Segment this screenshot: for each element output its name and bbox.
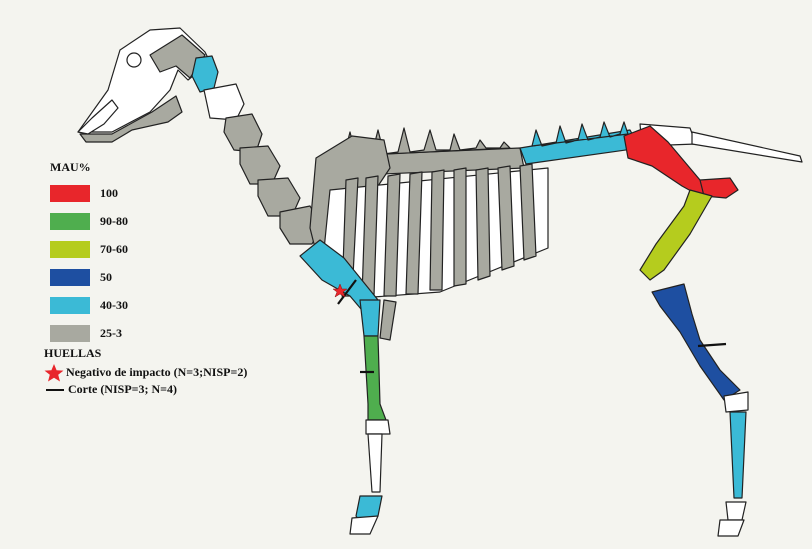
legend-row-25-3: 25-3 bbox=[50, 323, 128, 343]
ulna-behind bbox=[380, 300, 396, 340]
legend-title: MAU% bbox=[50, 160, 128, 175]
hoof-hind bbox=[718, 520, 744, 536]
legend-label-50: 50 bbox=[100, 270, 112, 285]
marks-row-impact: Negativo de impacto (N=3;NISP=2) bbox=[44, 364, 247, 381]
legend-swatch-50 bbox=[50, 269, 90, 286]
atlas-vertebra bbox=[192, 56, 218, 92]
radius-ulna-upper bbox=[360, 300, 380, 336]
marks-legend: HUELLAS Negativo de impacto (N=3;NISP=2)… bbox=[44, 346, 247, 398]
carpals bbox=[366, 420, 390, 434]
legend-swatch-90-80 bbox=[50, 213, 90, 230]
star-icon bbox=[44, 364, 64, 382]
radius-ulna-lower bbox=[364, 336, 386, 420]
ribs bbox=[342, 164, 536, 296]
legend-label-70-60: 70-60 bbox=[100, 242, 128, 257]
tail bbox=[692, 132, 802, 162]
tarsals bbox=[724, 392, 748, 412]
legend-label-40-30: 40-30 bbox=[100, 298, 128, 313]
cervical-4 bbox=[240, 146, 280, 184]
legend-row-70-60: 70-60 bbox=[50, 239, 128, 259]
legend-row-40-30: 40-30 bbox=[50, 295, 128, 315]
marks-row-cut: Corte (NISP=3; N=4) bbox=[44, 381, 247, 398]
metacarpal-fore bbox=[368, 434, 382, 492]
legend-swatch-40-30 bbox=[50, 297, 90, 314]
legend-swatch-100 bbox=[50, 185, 90, 202]
eye-orbit bbox=[127, 53, 141, 67]
cut-label: Corte (NISP=3; N=4) bbox=[68, 382, 177, 397]
legend-row-50: 50 bbox=[50, 267, 128, 287]
phalanges-hind bbox=[726, 502, 746, 520]
legend-label-25-3: 25-3 bbox=[100, 326, 122, 341]
legend-label-90-80: 90-80 bbox=[100, 214, 128, 229]
axis-vertebra bbox=[204, 84, 244, 120]
marks-title: HUELLAS bbox=[44, 346, 247, 361]
metatarsal-hind bbox=[730, 412, 746, 498]
femur bbox=[640, 190, 712, 280]
legend-row-100: 100 bbox=[50, 183, 128, 203]
legend-label-100: 100 bbox=[100, 186, 118, 201]
legend-swatch-25-3 bbox=[50, 325, 90, 342]
hoof-fore bbox=[350, 516, 378, 534]
impact-label: Negativo de impacto (N=3;NISP=2) bbox=[66, 365, 247, 380]
tibia bbox=[652, 284, 740, 400]
line-icon bbox=[46, 389, 64, 391]
legend-row-90-80: 90-80 bbox=[50, 211, 128, 231]
mau-legend: MAU% 100 90-80 70-60 50 40-30 25-3 bbox=[50, 160, 128, 351]
legend-swatch-70-60 bbox=[50, 241, 90, 258]
